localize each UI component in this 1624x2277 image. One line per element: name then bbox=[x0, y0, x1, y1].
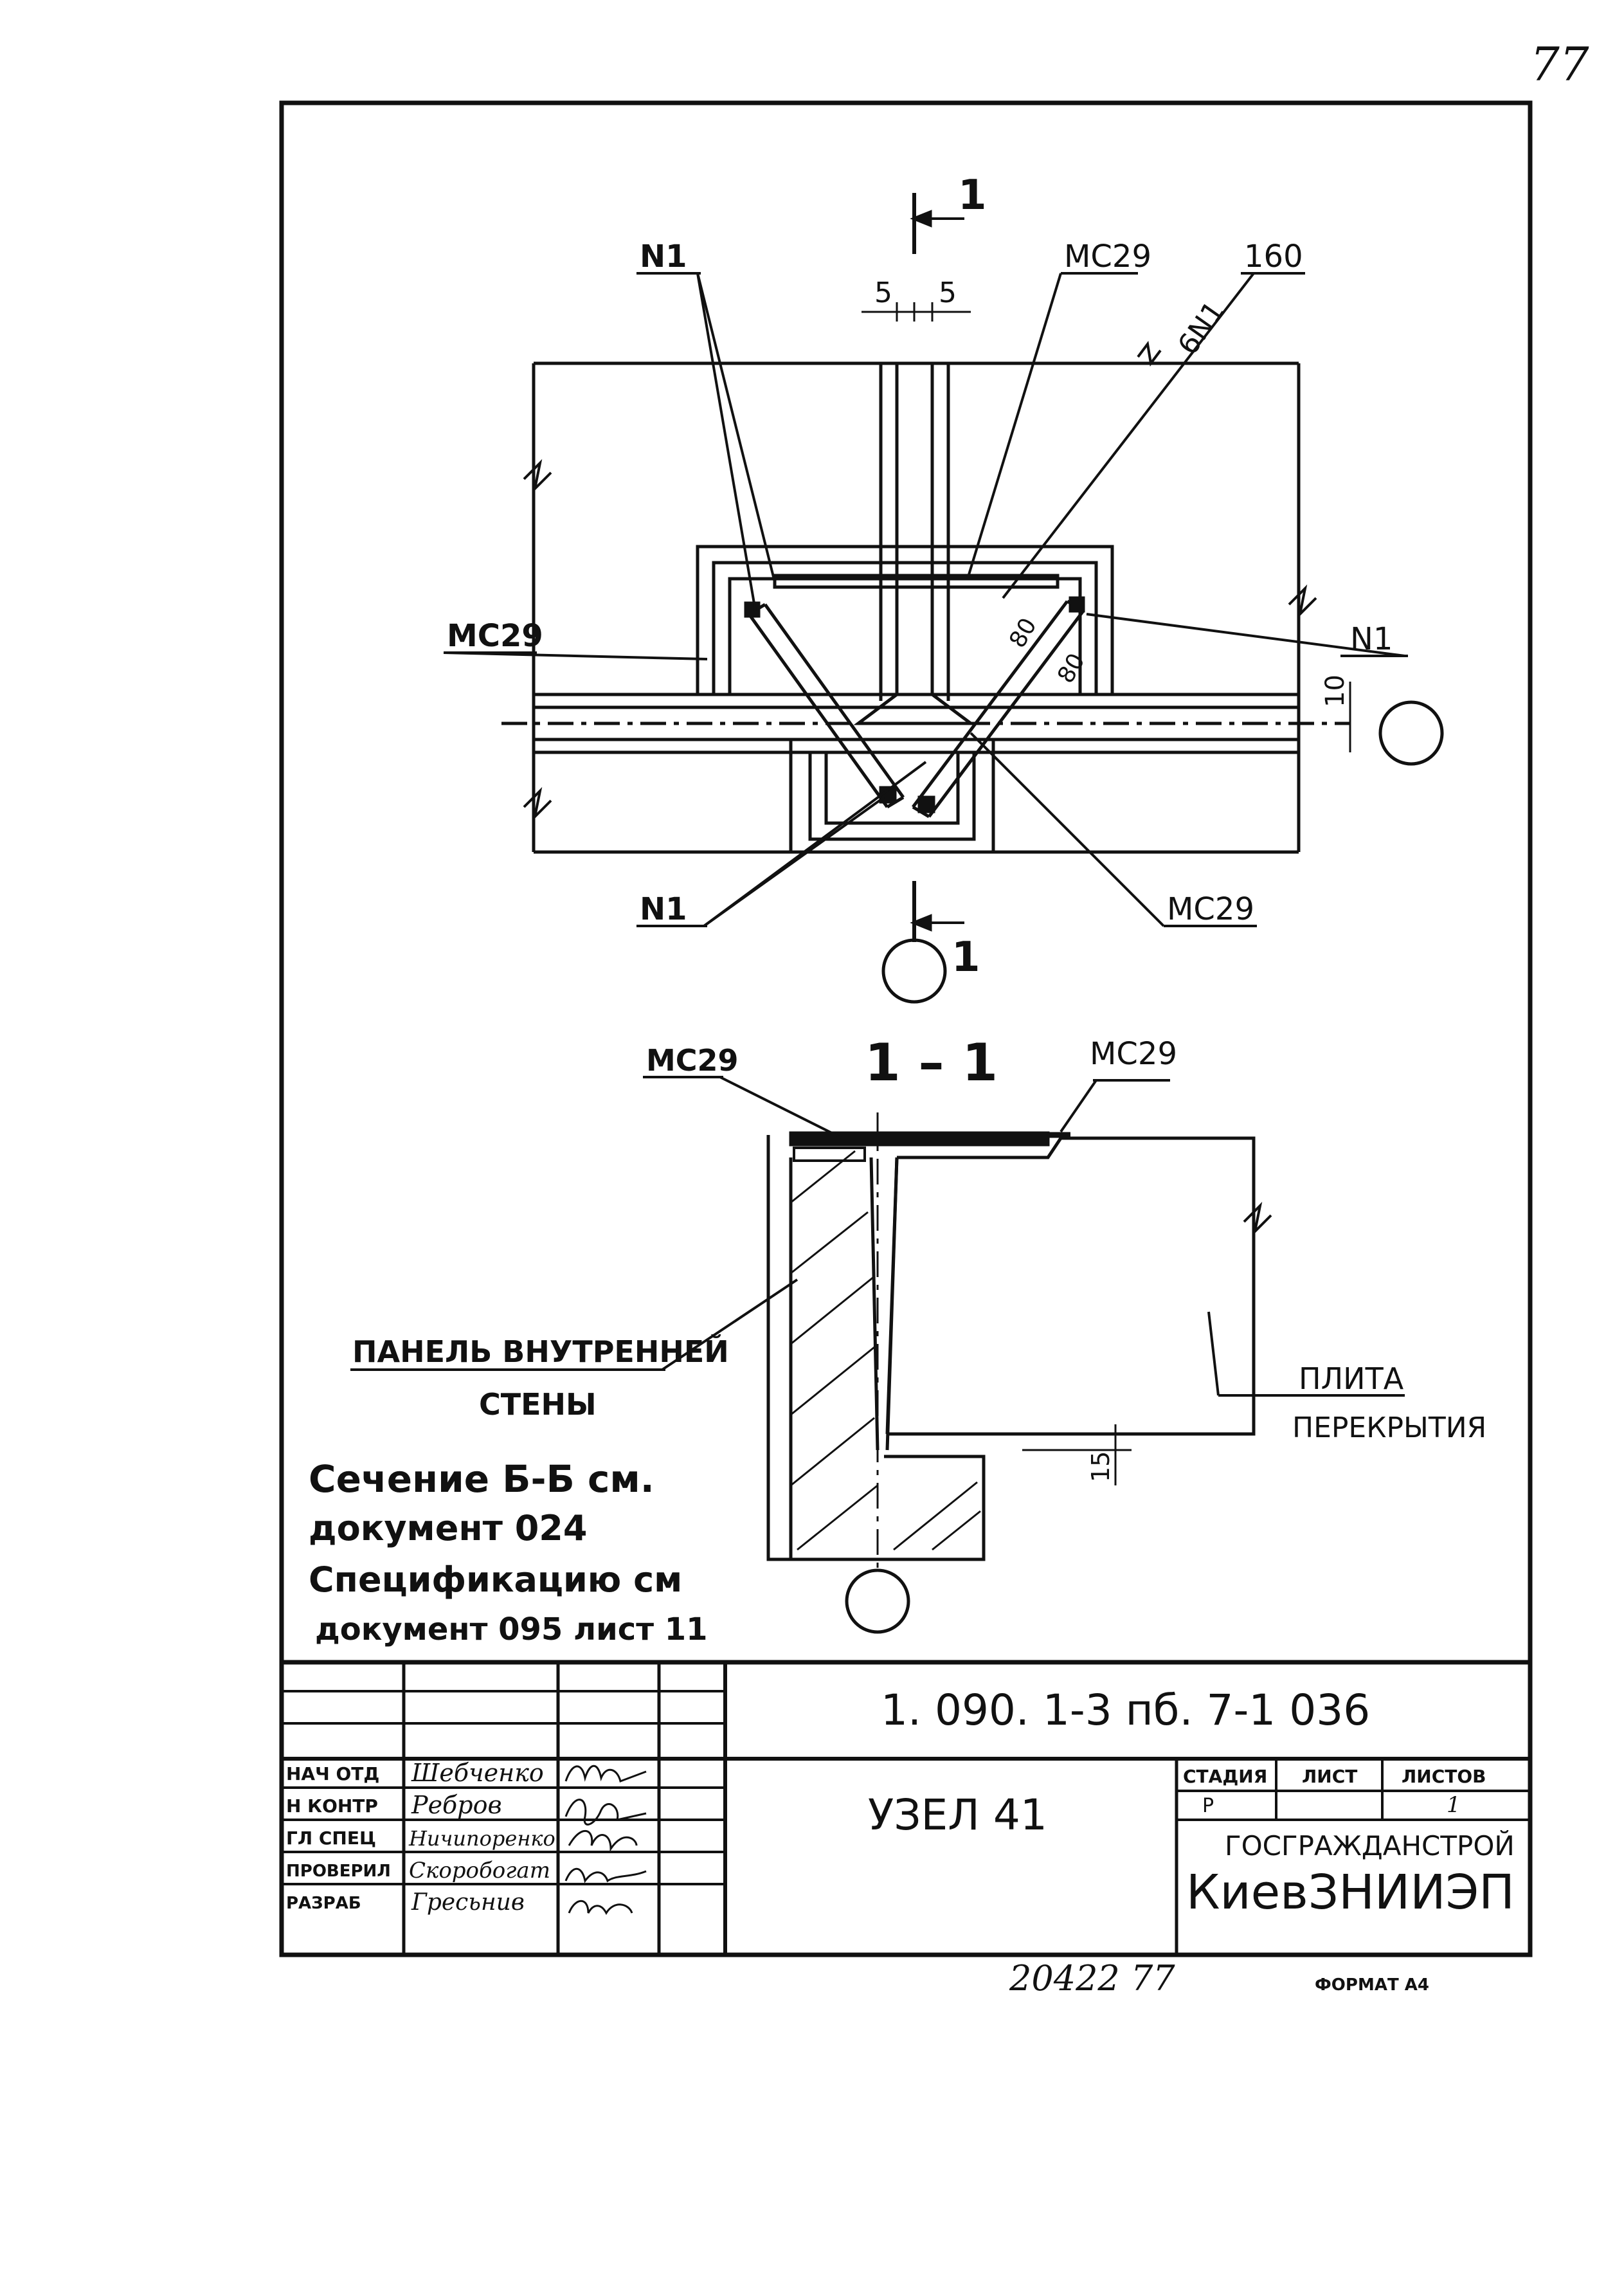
signature-3 bbox=[568, 1830, 638, 1852]
drawing-frame bbox=[279, 100, 1533, 1957]
plan-label-mc29-bottom: МС29 bbox=[1167, 891, 1254, 927]
weld-mark-4 bbox=[1069, 596, 1085, 613]
sheets-value: 1 bbox=[1447, 1792, 1461, 1818]
plan-view bbox=[443, 193, 1444, 1004]
plan-dimension-80-a: 80 bbox=[1004, 613, 1042, 652]
role-head-dept: НАЧ ОТД bbox=[286, 1763, 379, 1784]
role-checked: ПРОВЕРИЛ bbox=[286, 1862, 391, 1881]
lower-bracket-inner bbox=[808, 752, 976, 841]
section-label-mc29-left: МС29 bbox=[646, 1043, 739, 1078]
break-mark-left-top bbox=[523, 458, 552, 493]
signature-5 bbox=[568, 1900, 633, 1916]
plan-label-n1-bottom: N1 bbox=[640, 891, 687, 927]
plan-label-mc29-left: МС29 bbox=[447, 618, 543, 654]
page-number: 77 bbox=[1530, 37, 1589, 91]
organization-line2: КиевЗНИИЭП bbox=[1186, 1865, 1515, 1920]
leader-n1-top-a bbox=[696, 273, 776, 583]
name-3: Ничипоренко bbox=[408, 1826, 555, 1851]
plan-dimension-left: 5 bbox=[874, 277, 892, 309]
upper-bracket-inner-1 bbox=[712, 561, 1098, 694]
section-cut-bottom-arrowhead bbox=[910, 914, 932, 932]
axis-bubble-plan-bottom bbox=[881, 938, 947, 1004]
role-chief-spec: ГЛ СПЕЦ bbox=[286, 1828, 376, 1849]
leader-mc29-bottom bbox=[970, 732, 1165, 927]
stage-header: СТАДИЯ bbox=[1183, 1766, 1267, 1787]
slab-bottom-edge bbox=[885, 1157, 899, 1435]
plan-dimension-80-b: 80 bbox=[1052, 649, 1090, 687]
leader-n1-top-b bbox=[696, 273, 757, 612]
slab-label-line1: ПЛИТА bbox=[1299, 1361, 1404, 1396]
name-5: Гресьнив bbox=[411, 1889, 525, 1916]
section-plate-bracket bbox=[793, 1147, 866, 1162]
note-line-3: Спецификацию см bbox=[309, 1559, 682, 1600]
name-4: Скоробогат bbox=[409, 1858, 550, 1883]
lower-bracket-inner-2 bbox=[824, 752, 960, 825]
sheet-header: ЛИСТ bbox=[1302, 1766, 1357, 1787]
stage-value: Р bbox=[1202, 1795, 1214, 1817]
weld-mark-2 bbox=[917, 795, 935, 813]
archive-number: 20422 77 bbox=[1009, 1958, 1175, 1999]
signature-1 bbox=[564, 1764, 647, 1783]
plan-dimension-right: 5 bbox=[939, 277, 957, 309]
organization-line1: ГОСГРАЖДАНСТРОЙ bbox=[1225, 1829, 1515, 1862]
plan-label-n1-top: N1 bbox=[640, 239, 687, 275]
plan-section-mark-bottom: 1 bbox=[952, 934, 980, 981]
section-cut-top-arrowhead bbox=[910, 210, 932, 228]
section-view bbox=[350, 1076, 1405, 1634]
leader-n1-bottom-b bbox=[703, 761, 927, 927]
plan-label-n1-right: N1 bbox=[1350, 621, 1393, 657]
signature-names: Шебченко Ребров Ничипоренко Скоробогат Г… bbox=[408, 1759, 555, 1916]
signatures bbox=[564, 1764, 647, 1916]
break-mark-left-bottom bbox=[523, 786, 552, 821]
weld-mark-3 bbox=[744, 601, 761, 618]
name-1: Шебченко bbox=[411, 1759, 544, 1787]
note-line-4: документ 095 лист 11 bbox=[315, 1611, 708, 1647]
axis-bubble-section-bottom bbox=[845, 1568, 910, 1634]
plan-label-160: 160 bbox=[1244, 239, 1303, 275]
drawing-title: УЗЕЛ 41 bbox=[868, 1790, 1047, 1840]
title-block bbox=[282, 1660, 1530, 1955]
leader-slab bbox=[1207, 1311, 1220, 1396]
name-2: Ребров bbox=[411, 1791, 502, 1819]
slab-label-line2: ПЕРЕКРЫТИЯ bbox=[1292, 1411, 1486, 1444]
sheets-header: ЛИСТОВ bbox=[1402, 1766, 1486, 1787]
wall-panel-outline bbox=[766, 1135, 986, 1561]
leader-160 bbox=[1002, 272, 1255, 599]
signature-roles: НАЧ ОТД Н КОНТР ГЛ СПЕЦ ПРОВЕРИЛ РАЗРАБ bbox=[286, 1763, 391, 1913]
note-line-1: Сечение Б-Б см. bbox=[309, 1457, 654, 1501]
panel-label-line2: СТЕНЫ bbox=[479, 1387, 597, 1422]
signature-2 bbox=[564, 1799, 647, 1826]
slab-break-mark bbox=[1243, 1201, 1272, 1236]
role-developed: РАЗРАБ bbox=[286, 1894, 361, 1913]
upper-bracket-inner-2 bbox=[728, 577, 1082, 694]
plan-label-mc29-top: МС29 bbox=[1064, 239, 1151, 275]
lower-bracket-outer bbox=[789, 739, 995, 852]
upper-bracket-outer bbox=[696, 545, 1114, 694]
leader-section-mc29-right bbox=[1060, 1079, 1097, 1133]
section-dimension-15: 15 bbox=[1087, 1451, 1115, 1482]
break-mark-right bbox=[1288, 584, 1317, 619]
leader-n1-right bbox=[1086, 613, 1405, 657]
panel-label-line1: ПАНЕЛЬ ВНУТРЕННЕЙ bbox=[352, 1334, 729, 1369]
plan-section-mark: 1 bbox=[958, 172, 987, 219]
leader-section-mc29-left bbox=[719, 1076, 843, 1139]
plan-label-6n1: 6N1 bbox=[1171, 295, 1231, 361]
note-line-2: документ 024 bbox=[309, 1508, 587, 1548]
format-label: ФОРМАТ А4 bbox=[1315, 1975, 1429, 1995]
axis-bubble-right bbox=[1378, 700, 1444, 766]
document-code: 1. 090. 1-3 пб. 7-1 036 bbox=[881, 1685, 1370, 1735]
notes: Сечение Б-Б см. документ 024 Спецификаци… bbox=[309, 1457, 708, 1647]
section-label-mc29-right: МС29 bbox=[1090, 1036, 1177, 1072]
break-mark-top bbox=[1137, 341, 1162, 367]
leader-panel bbox=[661, 1278, 798, 1371]
role-norm-control: Н КОНТР bbox=[286, 1795, 378, 1817]
section-plate-mc29 bbox=[789, 1131, 1050, 1147]
wall-hatch bbox=[790, 1150, 981, 1551]
section-title: 1 – 1 bbox=[865, 1033, 998, 1093]
signature-4 bbox=[564, 1867, 647, 1883]
slab-outline bbox=[887, 1136, 1256, 1436]
plan-dimension-10: 10 bbox=[1321, 675, 1350, 707]
leader-mc29-top bbox=[966, 273, 1062, 579]
